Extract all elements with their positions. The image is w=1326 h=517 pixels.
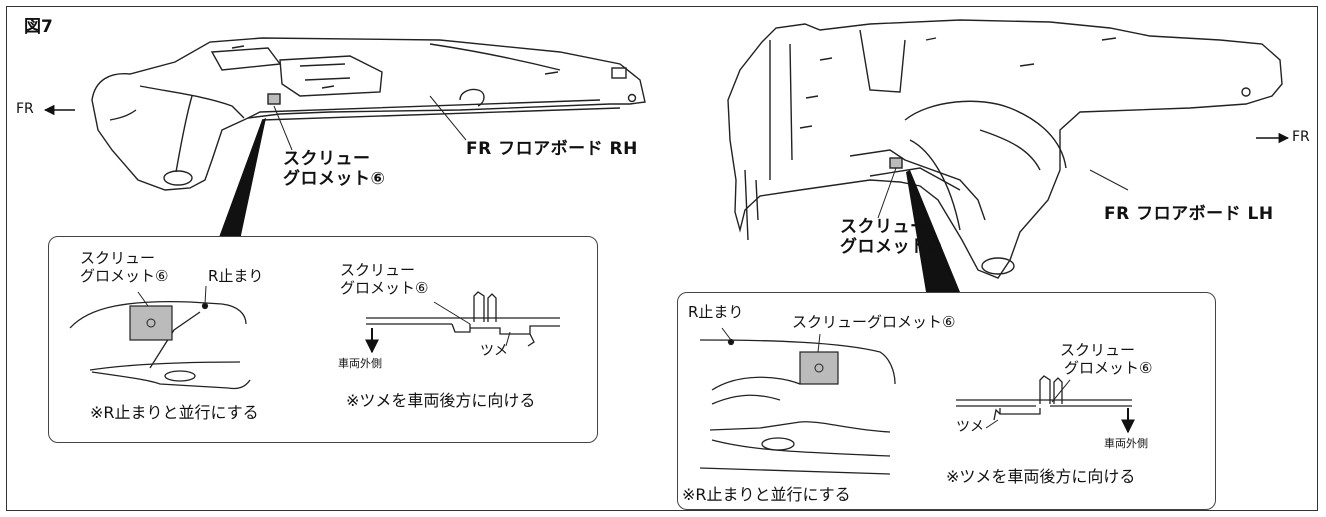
fr-label-right: FR — [1292, 129, 1310, 145]
detail-rh-r-stop: R止まり — [208, 267, 264, 285]
detail-lh-grommet: スクリューグロメット⑥ — [792, 313, 956, 331]
detail-lh-section — [956, 375, 1132, 421]
detail-lh-r-stop: R止まり — [688, 303, 744, 321]
part-name-lh: FR フロアボード LH — [1104, 204, 1274, 224]
detail-rh-note-parallel: ※R止まりと並行にする — [90, 403, 259, 422]
floorboard-rh-drawing — [91, 37, 646, 191]
figure-frame — [6, 6, 1318, 511]
detail-lh-section-grommet-line2: グロメット⑥ — [1064, 359, 1153, 377]
detail-lh-note-claw: ※ツメを車両後方に向ける — [946, 467, 1136, 486]
part-leader-rh — [429, 95, 467, 141]
detail-rh-outside: 車両外側 — [338, 357, 382, 370]
fr-label-left: FR — [16, 101, 34, 117]
detail-rh-edges — [69, 301, 251, 390]
detail-rh-section-grommet-line1: スクリュー — [340, 261, 416, 279]
part-name-rh: FR フロアボード RH — [466, 139, 638, 159]
detail-lh-edges — [699, 338, 896, 475]
detail-lh-claw: ツメ — [956, 419, 984, 435]
detail-lh-section-grommet-line1: スクリュー — [1060, 341, 1136, 359]
detail-rh-section-grommet-line2: グロメット⑥ — [340, 279, 429, 297]
detail-lh-note-parallel: ※R止まりと並行にする — [682, 485, 851, 504]
zoom-wedge-rh — [218, 118, 266, 240]
detail-rh-section — [366, 291, 560, 347]
callout-lh-line2: グロメット⑥ — [840, 237, 943, 257]
callout-leader-lh — [877, 167, 897, 219]
part-leader-lh — [1089, 169, 1129, 191]
detail-rh-grommet-line2: グロメット⑥ — [80, 267, 169, 285]
callout-rh-line2: グロメット⑥ — [283, 169, 386, 189]
detail-rh-note-claw: ※ツメを車両後方に向ける — [346, 391, 536, 410]
detail-rh-grommet-line1: スクリュー — [80, 249, 156, 267]
detail-box-lh — [677, 292, 1216, 510]
callout-leader-rh — [273, 105, 293, 151]
callout-lh-line1: スクリュー — [840, 217, 928, 237]
zoom-wedge-lh — [906, 170, 960, 292]
floorboard-lh-drawing — [727, 19, 1283, 279]
detail-lh-outside: 車両外側 — [1104, 437, 1148, 450]
callout-rh-line1: スクリュー — [283, 149, 371, 169]
detail-rh-claw: ツメ — [480, 343, 508, 359]
figure-label: 図7 — [24, 17, 53, 37]
